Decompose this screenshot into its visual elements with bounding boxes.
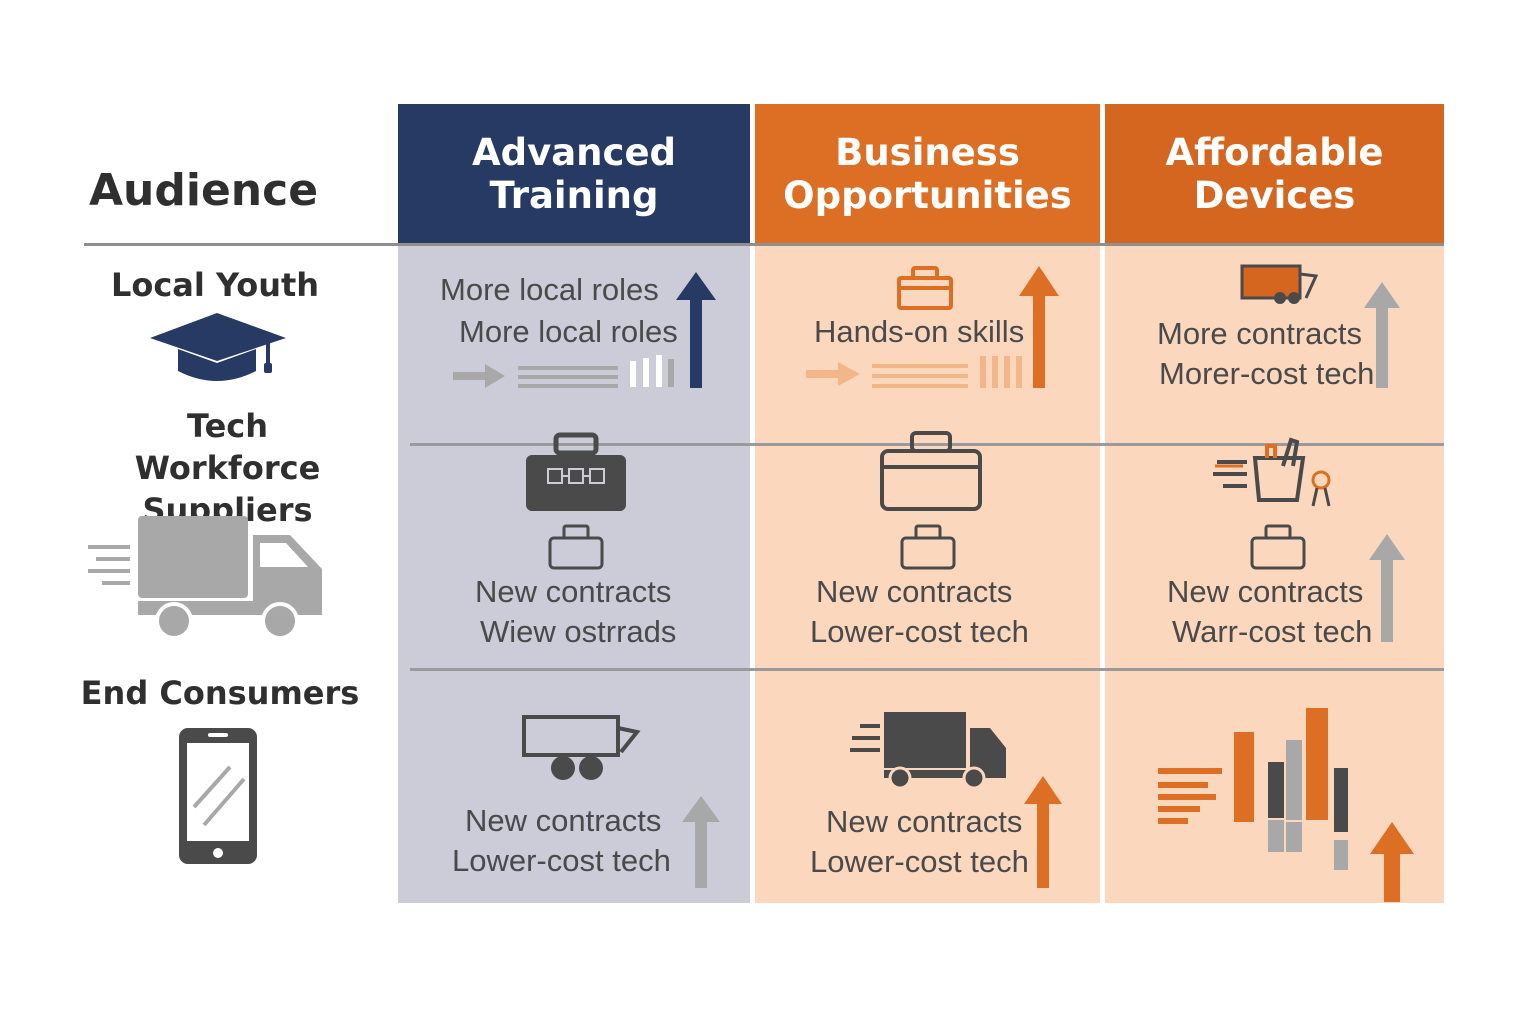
up-arrow-icon bbox=[1019, 266, 1059, 388]
up-arrow-icon bbox=[1024, 776, 1062, 888]
header-label-line1: Advanced bbox=[471, 130, 677, 174]
header-business-opportunities: Business Opportunities bbox=[755, 104, 1100, 243]
row-label-line1: Tech Workforce bbox=[134, 407, 321, 487]
small-briefcase-icon bbox=[900, 524, 956, 570]
up-arrow-icon bbox=[682, 796, 720, 888]
right-arrow-icon bbox=[806, 362, 860, 386]
cell-text-r1c2-line1: Hands-on skills bbox=[814, 314, 1025, 349]
graduation-cap-icon bbox=[150, 313, 286, 381]
up-arrow-icon bbox=[676, 272, 716, 388]
delivery-truck-icon bbox=[850, 712, 1006, 790]
header-label-line2: Devices bbox=[1193, 173, 1356, 217]
briefcase-icon bbox=[897, 266, 953, 310]
cell-text-r2c2-line2: Lower-cost tech bbox=[810, 614, 1029, 649]
shopping-bag-icon bbox=[1213, 437, 1331, 507]
cell-text-r1c3-line1: More contracts bbox=[1157, 316, 1363, 351]
row-divider-1 bbox=[410, 443, 1444, 446]
row-label-end-consumers: End Consumers bbox=[80, 674, 360, 712]
cell-text-r2c2-line1: New contracts bbox=[816, 574, 1013, 609]
row-divider-2 bbox=[410, 668, 1444, 671]
delivery-truck-icon bbox=[1240, 264, 1319, 304]
cell-text-r2c1-line1: New contracts bbox=[475, 574, 672, 609]
header-label-line1: Affordable bbox=[1165, 130, 1384, 174]
up-arrow-icon bbox=[1369, 534, 1405, 642]
row-label-local-youth: Local Youth bbox=[110, 266, 320, 304]
briefcase-icon bbox=[880, 431, 982, 511]
cell-text-r3c2-line1: New contracts bbox=[826, 804, 1023, 839]
cell-text-r2c3-line1: New contracts bbox=[1167, 574, 1364, 609]
header-label-line2: Opportunities bbox=[783, 173, 1072, 217]
cell-text-r1c3-line2: Morer-cost tech bbox=[1159, 356, 1375, 391]
bar-lines-icon bbox=[980, 356, 1022, 388]
right-arrow-icon bbox=[453, 364, 505, 388]
smartphone-icon bbox=[179, 728, 257, 864]
speed-lines-icon bbox=[872, 364, 968, 388]
header-label-line1: Business bbox=[835, 130, 1020, 174]
bar-chart-icon bbox=[1158, 708, 1414, 902]
cell-text-r3c1-line2: Lower-cost tech bbox=[452, 843, 671, 878]
header-label-line2: Training bbox=[489, 173, 659, 217]
delivery-truck-icon bbox=[88, 516, 322, 640]
briefcase-icon bbox=[526, 432, 626, 511]
speed-lines-icon bbox=[518, 366, 618, 388]
cell-text-r3c1-line1: New contracts bbox=[465, 803, 662, 838]
cell-text-r2c3-line2: Warr-cost tech bbox=[1172, 614, 1373, 649]
audience-title: Audience bbox=[89, 165, 319, 216]
row-label-tech-workforce-suppliers: Tech Workforce Suppliers bbox=[90, 405, 365, 531]
cell-text-r1c1-line1: More local roles bbox=[440, 272, 659, 307]
header-affordable-devices: Affordable Devices bbox=[1105, 104, 1444, 243]
small-briefcase-icon bbox=[1250, 524, 1306, 570]
cell-text-r1c1-line2: More local roles bbox=[459, 314, 678, 349]
up-arrow-icon bbox=[1364, 282, 1400, 388]
trailer-icon bbox=[522, 715, 641, 780]
small-briefcase-icon bbox=[548, 524, 604, 570]
cell-text-r2c1-line2: Wiew ostrrads bbox=[480, 614, 677, 649]
bar-lines-icon bbox=[630, 355, 674, 387]
cell-text-r3c2-line2: Lower-cost tech bbox=[810, 844, 1029, 879]
header-advanced-training: Advanced Training bbox=[398, 104, 750, 243]
header-divider bbox=[84, 243, 1444, 246]
